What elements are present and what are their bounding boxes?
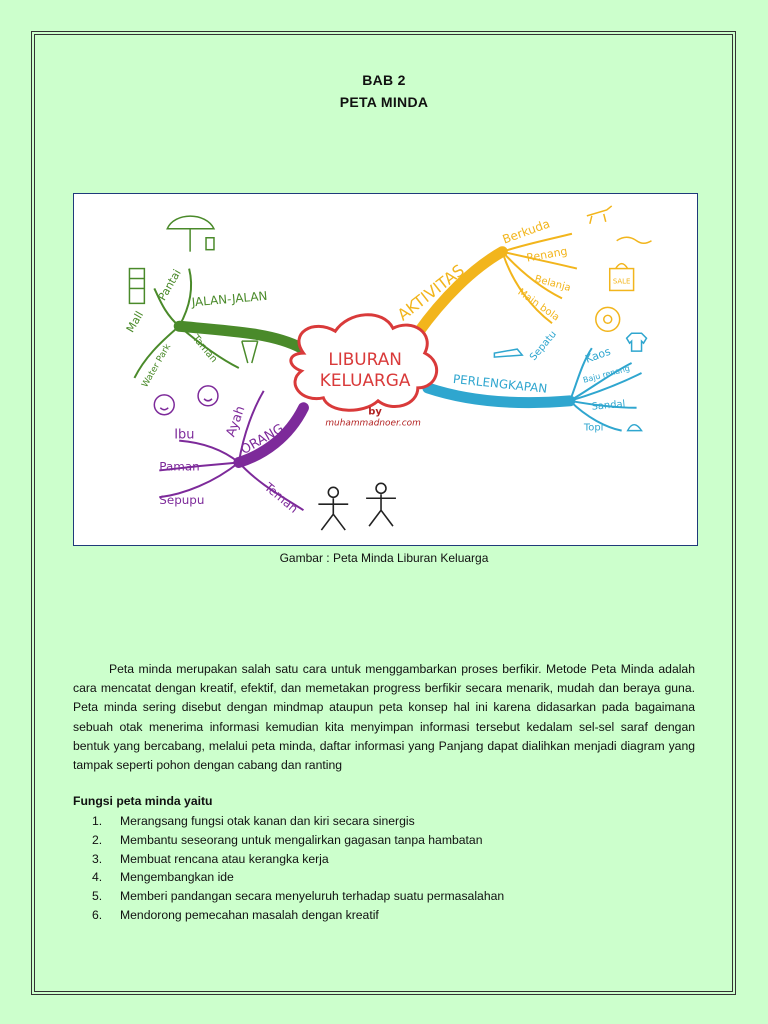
building-icon	[128, 267, 146, 305]
center-line1: LIBURAN	[328, 349, 402, 369]
paragraph-text: Peta minda merupakan salah satu cara unt…	[73, 662, 695, 773]
page-title: PETA MINDA	[339, 94, 429, 110]
chapter-heading: BAB 2	[362, 72, 406, 88]
list-item: 5.Memberi pandangan secara menyeluruh te…	[92, 889, 505, 904]
list-item: 1.Merangsang fungsi otak kanan dan kiri …	[92, 814, 415, 828]
jalan-item: Pantai	[156, 267, 184, 303]
mind-map-svg: LIBURAN KELUARGA by muhammadnoer.com JAL…	[124, 205, 652, 531]
jalan-item: Mall	[124, 309, 146, 335]
author-site: muhammadnoer.com	[325, 419, 421, 429]
fungsi-heading: Fungsi peta minda yaitu	[73, 794, 213, 808]
aktivitas-item: Belanja	[533, 274, 572, 294]
body-paragraph: Peta minda merupakan salah satu cara unt…	[73, 660, 695, 775]
list-item: 3.Membuat rencana atau kerangka kerja	[92, 851, 329, 866]
shopping-bag-icon: SALE	[608, 262, 635, 292]
aktivitas-item: Berkuda	[501, 216, 552, 246]
sale-label: SALE	[613, 277, 631, 285]
ball-icon	[595, 306, 621, 332]
orang-item: Teman	[261, 479, 301, 515]
branch-jalan-label: JALAN-JALAN	[190, 289, 268, 310]
face-icon	[153, 385, 219, 416]
author-by: by	[368, 407, 382, 418]
swing-icon	[241, 340, 259, 364]
orang-item: Ibu	[174, 428, 194, 443]
mind-map-figure: LIBURAN KELUARGA by muhammadnoer.com JAL…	[73, 193, 698, 546]
shoe-icon	[493, 348, 524, 358]
list-item: 4.Mengembangkan ide	[92, 870, 234, 885]
perlengkapan-item: Kaos	[583, 345, 612, 366]
center-line2: KELUARGA	[320, 370, 411, 390]
umbrella-icon	[166, 215, 216, 252]
shirt-icon	[625, 332, 648, 352]
jalan-item: Taman	[189, 332, 219, 365]
list-item: 6.Mendorong pemecahan masalah dengan kre…	[92, 907, 379, 922]
aktivitas-item: Main bola	[516, 287, 562, 324]
fungsi-list: 1.Merangsang fungsi otak kanan dan kiri …	[92, 812, 652, 925]
perlengkapan-item: Topi	[583, 423, 604, 434]
list-item: 2.Membantu seseorang untuk mengalirkan g…	[92, 832, 483, 847]
perlengkapan-item: Sepatu	[528, 329, 559, 363]
horse-icon	[586, 205, 613, 225]
figure-caption: Gambar : Peta Minda Liburan Keluarga	[279, 551, 489, 565]
people-icon	[318, 482, 396, 531]
perlengkapan-item: Sandal	[591, 399, 626, 413]
cap-icon	[626, 423, 643, 432]
jalan-item: Water Park	[140, 342, 173, 390]
orang-item: Paman	[159, 459, 199, 473]
orang-item: Sepupu	[159, 493, 204, 507]
page-border-inner	[34, 34, 733, 992]
swimmer-icon	[616, 236, 652, 244]
page-border-outer	[31, 31, 736, 995]
